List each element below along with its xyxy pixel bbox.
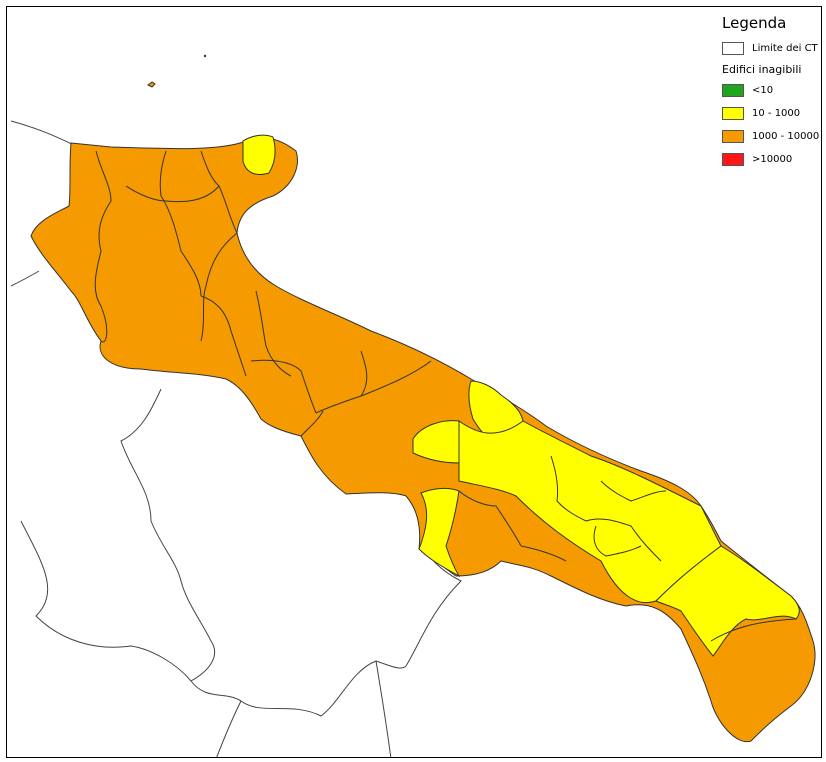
neighbour-boundary-west [10,270,40,287]
map-canvas [10,54,816,757]
neighbour-boundary-south-east [375,660,392,757]
neighbour-boundary-basilicata-west [120,388,216,682]
ct-boundary [710,618,797,642]
legend-label-class-1: <10 [752,84,774,96]
ct-boundary [458,490,522,547]
ct-boundary [159,150,202,297]
legend-item-class-4: >10000 [722,151,826,167]
unit-gargano-north [242,134,276,175]
legend-title: Legenda [722,14,787,32]
yellow-units [242,134,800,657]
neighbour-boundary-south [216,700,242,757]
ct-boundary [250,359,317,414]
island [203,54,207,58]
legend-label-class-2: 10 - 1000 [752,107,801,119]
ct-boundary [520,545,567,562]
neighbouring-regions [10,120,462,757]
legend-label-class-4: >10000 [752,153,793,165]
neighbour-boundary-basilicata-south [20,520,192,682]
ct-boundaries [94,150,797,642]
ct-boundary [600,480,667,502]
ct-boundary [300,410,324,437]
ct-boundary [125,185,220,203]
legend-swatch-class-3 [722,129,744,143]
legend: Legenda Limite dei CT Edifici inagibili … [722,14,826,174]
legend-item-class-3: 1000 - 10000 [722,128,826,144]
ct-boundary [255,290,292,377]
ct-boundary [200,295,247,377]
legend-section-title: Edifici inagibili [722,63,802,76]
legend-label-boundary: Limite dei CT [752,42,818,54]
ct-boundary [585,518,662,562]
neighbour-boundary-calabria [190,660,407,717]
ct-boundary [360,360,432,397]
legend-label-class-3: 1000 - 10000 [752,130,820,142]
legend-item-boundary: Limite dei CT [722,40,826,56]
unit-salento-center [655,545,800,657]
legend-item-class-1: <10 [722,82,826,98]
unit-taranto-west [418,487,461,578]
map-frame [6,6,822,758]
island [147,81,156,88]
ct-boundary [593,525,642,557]
legend-swatch-class-2 [722,106,744,120]
ct-boundary [550,455,587,522]
legend-item-class-2: 10 - 1000 [722,105,826,121]
legend-swatch-class-4 [722,152,744,166]
ct-boundary [200,232,238,342]
legend-swatch-boundary [722,41,744,55]
neighbour-boundary-north [10,120,77,147]
ct-boundary [94,150,112,343]
legend-swatch-class-1 [722,83,744,97]
